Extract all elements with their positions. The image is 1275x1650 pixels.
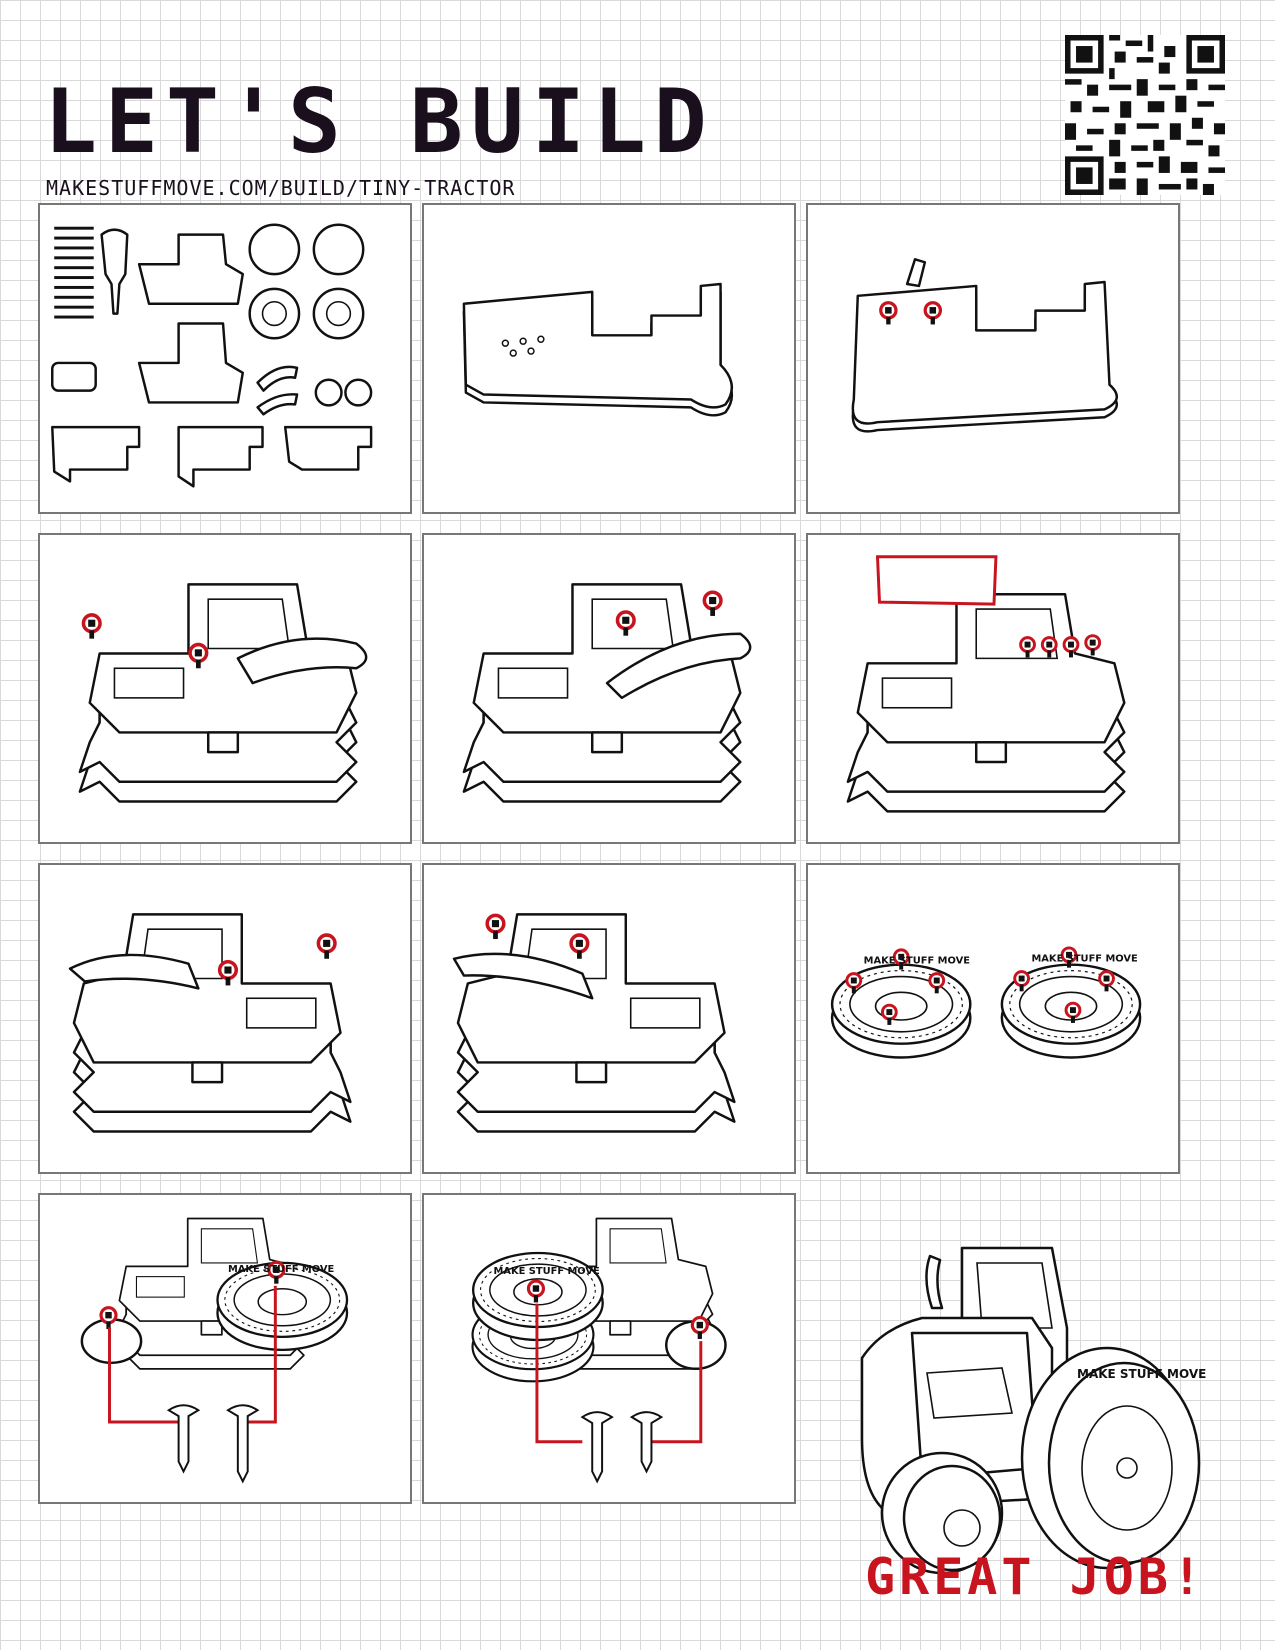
wheel-label-final: MAKE STUFF MOVE [1077,1367,1206,1381]
page-title: LET'S BUILD [44,70,715,173]
wheel-label-left: MAKE STUFF MOVE [864,956,971,967]
wheel-label-step-10: MAKE STUFF MOVE [228,1264,335,1275]
qr-code [1065,35,1225,195]
step-3-panel [806,203,1180,514]
wheel-label-right: MAKE STUFF MOVE [1031,954,1138,965]
wheel-label-step-11: MAKE STUFF MOVE [494,1266,601,1277]
step-6-panel [806,533,1180,844]
step-4-panel [38,533,412,844]
step-2-panel [422,203,796,514]
step-9-panel: MAKE STUFF MOVE MAKE STUFF MOVE [806,863,1180,1174]
step-5-panel [422,533,796,844]
finished-tractor-illustration: MAKE STUFF MOVE [852,1238,1232,1598]
step-1-parts-panel [38,203,412,514]
step-8-panel [422,863,796,1174]
build-url: MAKESTUFFMOVE.COM/BUILD/TINY-TRACTOR [46,176,516,200]
step-11-panel: MAKE STUFF MOVE [422,1193,796,1504]
step-10-panel: MAKE STUFF MOVE [38,1193,412,1504]
step-7-panel [38,863,412,1174]
great-job-message: GREAT JOB! [865,1548,1207,1606]
